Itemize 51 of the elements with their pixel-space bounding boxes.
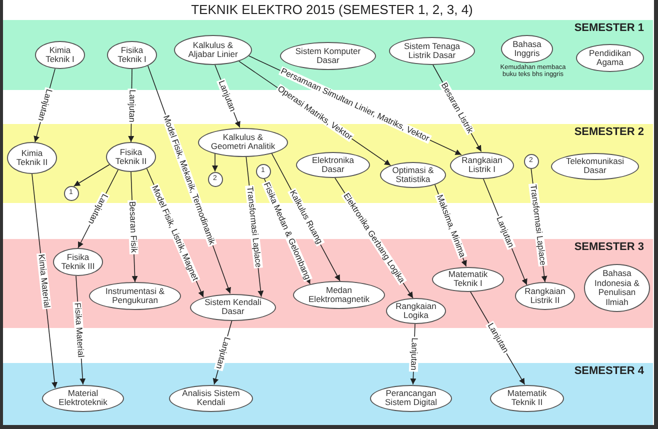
- connector-circle: [256, 164, 270, 178]
- connector-circle: [524, 154, 538, 168]
- course-name: Telekomunikasi Dasar: [564, 156, 626, 176]
- course-oval: [584, 264, 650, 312]
- course-name: Fisika Teknik III: [60, 252, 96, 272]
- course-oval: [35, 41, 85, 69]
- course-name: Elektronika Dasar: [310, 156, 356, 174]
- course-name: Analisis Sistem Kendali: [181, 388, 241, 408]
- connector-circle: [64, 186, 78, 200]
- edge-label: Lanjutan: [126, 88, 136, 123]
- course-oval: [293, 281, 385, 309]
- course-name: Sistem Komputer Dasar: [294, 46, 362, 66]
- course-oval: [386, 298, 446, 324]
- course-name: Pendidikan Agama: [588, 48, 632, 68]
- course-name: Instrumentasi & Pengukuran: [104, 286, 166, 306]
- semester-label: SEMESTER 4: [574, 365, 644, 377]
- semester-label: SEMESTER 2: [574, 126, 644, 138]
- course-name: Bahasa Indonesia & Penulisan Ilmiah: [594, 269, 640, 307]
- course-oval: [107, 41, 157, 69]
- course-oval: [7, 142, 57, 174]
- course-name: Rangkaian Logika: [394, 302, 438, 320]
- course-name: Bahasa Inggris: [512, 40, 542, 58]
- course-name: Matematik Teknik I: [447, 270, 489, 288]
- course-name: Sistem Tenaga Listrik Dasar: [402, 42, 462, 60]
- course-name: Matematik Teknik II: [506, 388, 548, 408]
- course-oval: [53, 248, 103, 276]
- edge-label: Lanjutan: [408, 336, 420, 372]
- course-name: Fisika Teknik I: [116, 46, 148, 64]
- course-oval: [174, 35, 252, 65]
- arrow: [212, 153, 218, 172]
- course-oval: [106, 142, 156, 172]
- course-name: Optimasi & Statistika: [391, 166, 435, 184]
- course-oval: [296, 152, 370, 178]
- connector-circle: [208, 172, 222, 186]
- course-oval: [280, 42, 376, 70]
- course-name: Fisika Teknik II: [114, 148, 148, 166]
- diagram-title: TEKNIK ELEKTRO 2015 (SEMESTER 1, 2, 3, 4): [191, 2, 473, 17]
- edge-label: Besaran Fisik: [128, 200, 138, 254]
- semester-label: SEMESTER 1: [574, 22, 644, 34]
- arrow: [74, 164, 110, 186]
- course-name: Medan Elektromagnetik: [308, 286, 370, 304]
- course-name: Kimia Teknik I: [44, 46, 76, 64]
- course-name: Perancangan Sistem Digital: [384, 388, 438, 408]
- course-name: Material Elektroteknik: [58, 388, 108, 408]
- course-name: Kalkulus & Aljabar Linier: [187, 40, 239, 60]
- semester-label: SEMESTER 3: [574, 241, 644, 253]
- course-name: Sistem Kendali Dasar: [204, 298, 262, 316]
- course-name: Kimia Teknik II: [15, 148, 49, 168]
- course-name: Rangkaian Listrik I: [460, 156, 504, 174]
- course-oval: [501, 35, 553, 63]
- course-name: Rangkaian Listrik II: [524, 286, 566, 306]
